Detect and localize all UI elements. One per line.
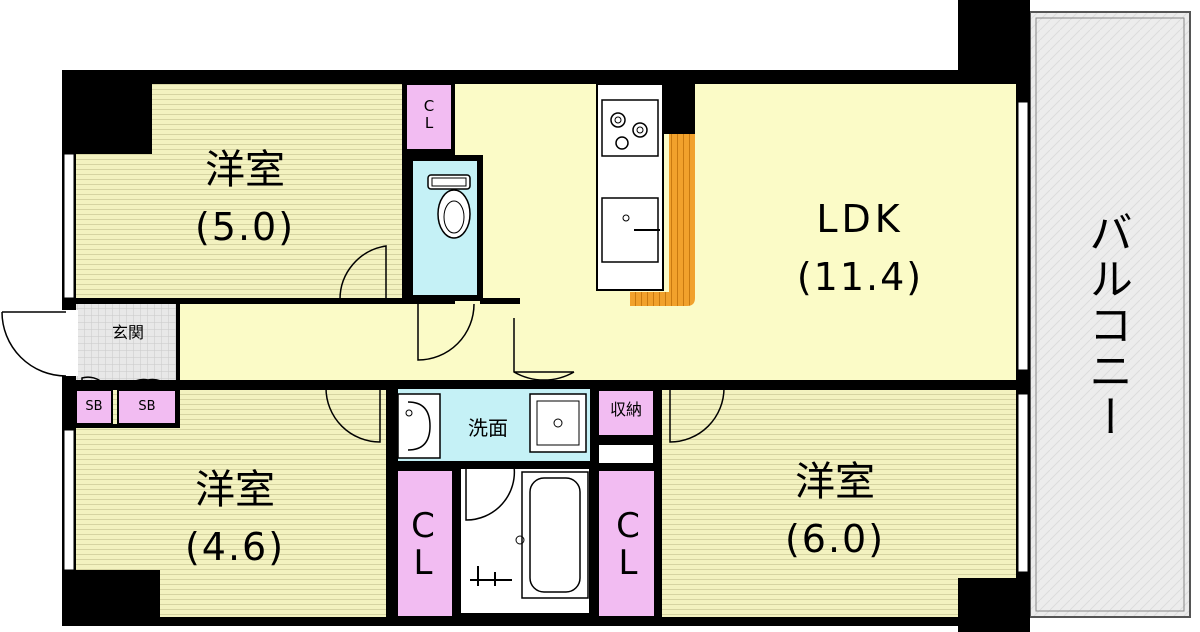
- closet-left-label: C L: [411, 506, 435, 584]
- windows: [63, 101, 1029, 573]
- shoe-box-2-label: SB: [138, 399, 156, 414]
- closet-right-label: C L: [616, 506, 640, 584]
- closet-left: [392, 469, 454, 618]
- entrance-label: 玄関: [111, 323, 144, 342]
- western-room-3-size: (6.0): [784, 517, 886, 561]
- shoe-box-1-label: SB: [85, 399, 103, 414]
- western-room-2-name: 洋室: [195, 467, 275, 513]
- bathtub-icon: [521, 471, 589, 599]
- western-room-1-name: 洋室: [205, 147, 285, 193]
- washroom-label: 洗面: [468, 416, 508, 440]
- balcony-label: バルコニー: [1081, 210, 1132, 440]
- western-room-3-name: 洋室: [795, 459, 875, 505]
- storage: [597, 389, 655, 437]
- ldk-size: (11.4): [796, 255, 924, 299]
- closet-top-label: C L: [423, 97, 435, 133]
- ldk-name: LDK: [816, 197, 904, 241]
- sink-icon: [397, 393, 441, 459]
- western-room-2-size: (4.6): [184, 525, 286, 569]
- stove-icon: [601, 99, 659, 157]
- ldk-floor: [455, 84, 1016, 380]
- balcony: [1029, 11, 1191, 618]
- washing-machine-icon: [529, 393, 587, 453]
- kitchen-sink-icon: [601, 197, 660, 263]
- doors[interactable]: [81, 245, 725, 521]
- closet-right: [597, 469, 659, 618]
- western-room-1-size: (5.0): [194, 205, 296, 249]
- entrance-floor: [76, 304, 176, 380]
- western-room-3-floor: [662, 390, 1016, 617]
- hallway-floor: [180, 304, 515, 380]
- closet-top: [405, 83, 453, 151]
- shower-icon: [470, 535, 525, 586]
- entrance-door[interactable]: [1, 311, 67, 377]
- counter-bar: [630, 134, 695, 306]
- interior-walls: [62, 0, 1030, 632]
- hallway-floor-2: [486, 300, 526, 380]
- storage-label: 収納: [609, 400, 642, 419]
- shoe-box-1: [75, 389, 113, 425]
- toilet-icon: [427, 174, 471, 239]
